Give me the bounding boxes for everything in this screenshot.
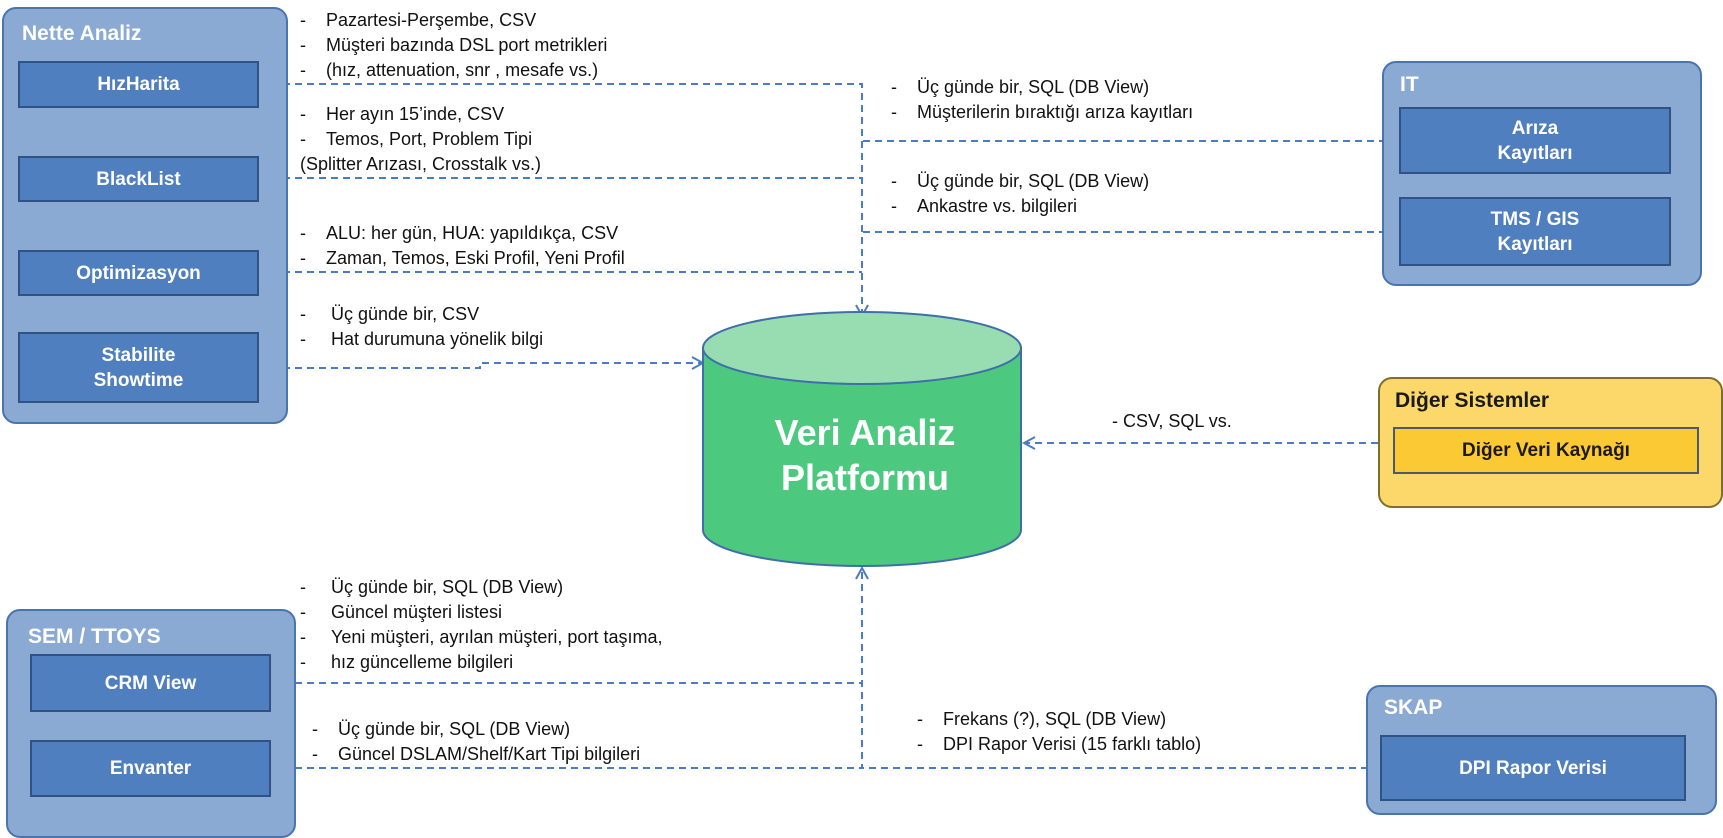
note-tms: -Üç günde bir, SQL (DB View) -Ankastre v… xyxy=(891,169,1149,219)
note-diger: - CSV, SQL vs. xyxy=(1112,409,1232,434)
note-line: -Her ayın 15’inde, CSV xyxy=(300,104,505,124)
group-title-nette-analiz: Nette Analiz xyxy=(22,22,142,45)
group-title-diger-sistemler: Diğer Sistemler xyxy=(1395,389,1550,412)
note-line: -Yeni müşteri, ayrılan müşteri, port taş… xyxy=(300,627,663,647)
note-stabilite: -Üç günde bir, CSV -Hat durumuna yönelik… xyxy=(300,302,543,352)
note-line: -Müşteri bazında DSL port metrikleri xyxy=(300,35,608,55)
note-line: -Güncel müşteri listesi xyxy=(300,602,503,622)
node-envanter[interactable]: Envanter xyxy=(30,740,271,797)
note-crm: -Üç günde bir, SQL (DB View) -Güncel müş… xyxy=(300,575,662,675)
note-envanter: -Üç günde bir, SQL (DB View) -Güncel DSL… xyxy=(312,717,640,767)
note-line: -ALU: her gün, HUA: yapıldıkça, CSV xyxy=(300,223,619,243)
node-tms-label: TMS / GIS Kayıtları xyxy=(1490,208,1580,255)
note-line: -Pazartesi-Perşembe, CSV xyxy=(300,10,537,30)
note-line: -Güncel DSLAM/Shelf/Kart Tipi bilgileri xyxy=(312,744,641,764)
group-sem-ttoys xyxy=(6,609,296,838)
connector-stabilite xyxy=(259,363,703,368)
note-line: (Splitter Arızası, Crosstalk vs.) xyxy=(300,154,542,174)
node-diger-veri-kaynagi[interactable]: Diğer Veri Kaynağı xyxy=(1393,427,1699,474)
node-crm-view[interactable]: CRM View xyxy=(30,654,271,712)
database-label: Veri Analiz Platformu xyxy=(774,412,956,498)
node-stabilite-label: Stabilite Showtime xyxy=(93,344,184,391)
node-tms-gis-kayitlari[interactable]: TMS / GIS Kayıtları xyxy=(1399,197,1671,266)
note-ariza: -Üç günde bir, SQL (DB View) -Müşteriler… xyxy=(891,75,1193,125)
database-cylinder xyxy=(702,311,1022,567)
note-line: -Üç günde bir, SQL (DB View) xyxy=(312,719,571,739)
node-optimizasyon[interactable]: Optimizasyon xyxy=(18,250,259,296)
node-ariza-kayitlari[interactable]: Arıza Kayıtları xyxy=(1399,107,1671,174)
node-ariza-label: Arıza Kayıtları xyxy=(1497,117,1573,164)
note-line: -Frekans (?), SQL (DB View) xyxy=(917,709,1167,729)
node-stabilite-showtime[interactable]: Stabilite Showtime xyxy=(18,332,259,403)
note-hizharita: -Pazartesi-Perşembe, CSV -Müşteri bazınd… xyxy=(300,8,607,83)
node-hizharita[interactable]: HızHarita xyxy=(18,61,259,108)
note-line: -Temos, Port, Problem Tipi xyxy=(300,129,533,149)
group-title-skap: SKAP xyxy=(1384,696,1443,719)
note-line: -Hat durumuna yönelik bilgi xyxy=(300,329,544,349)
note-line: -hız güncelleme bilgileri xyxy=(300,652,514,672)
note-line: -Müşterilerin bıraktığı arıza kayıtları xyxy=(891,102,1194,122)
note-line: -Üç günde bir, SQL (DB View) xyxy=(891,77,1150,97)
group-title-it: IT xyxy=(1400,73,1419,96)
note-line: -(hız, attenuation, snr , mesafe vs.) xyxy=(300,60,599,80)
note-line: -Üç günde bir, CSV xyxy=(300,304,480,324)
note-line: -Zaman, Temos, Eski Profil, Yeni Profil xyxy=(300,248,625,268)
note-optimizasyon: -ALU: her gün, HUA: yapıldıkça, CSV -Zam… xyxy=(300,221,625,271)
node-dpi-rapor-verisi[interactable]: DPI Rapor Verisi xyxy=(1380,735,1686,801)
note-line: -Ankastre vs. bilgileri xyxy=(891,196,1078,216)
note-blacklist: -Her ayın 15’inde, CSV -Temos, Port, Pro… xyxy=(300,102,541,177)
node-blacklist[interactable]: BlackList xyxy=(18,156,259,202)
note-line: -Üç günde bir, SQL (DB View) xyxy=(300,577,564,597)
note-line: -DPI Rapor Verisi (15 farklı tablo) xyxy=(917,734,1202,754)
note-line: - CSV, SQL vs. xyxy=(1112,411,1232,431)
note-skap: -Frekans (?), SQL (DB View) -DPI Rapor V… xyxy=(917,707,1201,757)
note-line: -Üç günde bir, SQL (DB View) xyxy=(891,171,1150,191)
group-title-sem-ttoys: SEM / TTOYS xyxy=(28,625,161,648)
connector-hizharita xyxy=(259,83,862,316)
